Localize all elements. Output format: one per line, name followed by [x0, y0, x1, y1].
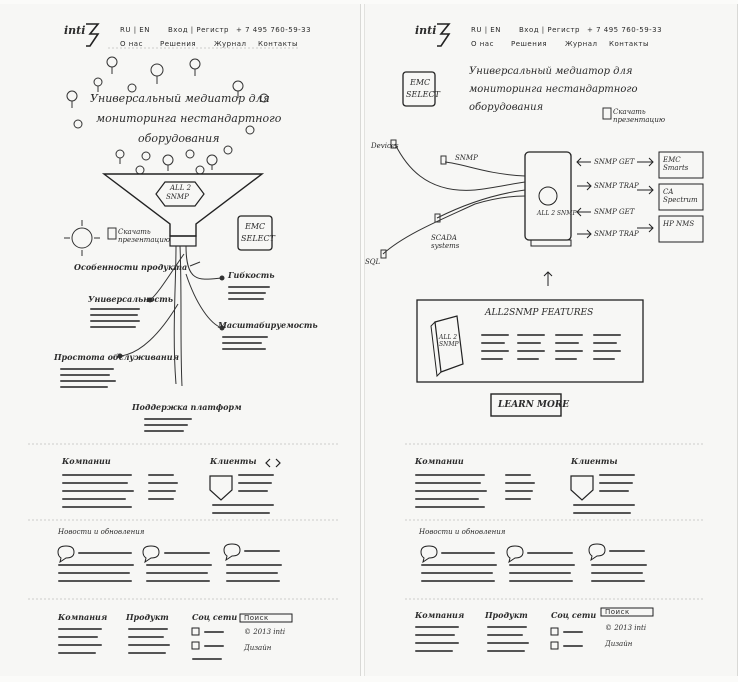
nav-item-contacts[interactable]: Контакты — [609, 40, 650, 48]
footer-copyright: © 2013 inti — [244, 628, 286, 636]
output-hp-nms: HP NMS — [663, 220, 695, 228]
footer-copyright: © 2013 inti — [605, 624, 647, 632]
logo[interactable]: inti — [64, 24, 86, 37]
input-scada-label: SCADA systems — [431, 234, 460, 250]
nav-item-about[interactable]: О нас — [471, 40, 494, 48]
news-heading: Новости и обновления — [419, 528, 506, 536]
left-sketch-page: inti — [0, 4, 361, 676]
phone-number: + 7 495 760-59-33 — [236, 26, 312, 34]
footer-company-heading: Компания — [415, 610, 465, 620]
login-link[interactable]: Вход | Регистр — [519, 26, 581, 34]
footer-design: Дизайн — [605, 640, 633, 648]
clients-heading: Клиенты — [210, 456, 257, 466]
hero-title-line-2: мониторинга нестандартного — [96, 112, 282, 125]
right-sketch-drawing — [380, 23, 705, 650]
input-snmp-label: SNMP — [455, 154, 478, 162]
feature-universality: Универсальность — [88, 294, 174, 304]
arrow-label-2: SNMP TRAP — [594, 182, 639, 190]
learn-more-button[interactable]: LEARN MORE — [498, 400, 570, 410]
funnel-badge-line-1: ALL 2 — [170, 184, 192, 192]
emc-badge-line-1: EMC — [245, 222, 266, 231]
companies-heading: Компании — [415, 456, 464, 466]
logo[interactable]: inti — [415, 24, 437, 37]
input-sql-label: SQL — [365, 258, 381, 266]
feature-platform-support: Поддержка платформ — [132, 402, 242, 412]
nav-item-journal[interactable]: Журнал — [565, 40, 598, 48]
input-devices-label: Devices — [371, 142, 399, 150]
nav-item-solutions[interactable]: Решения — [160, 40, 197, 48]
arrow-label-1: SNMP GET — [594, 158, 635, 166]
footer-company-heading: Компания — [58, 612, 108, 622]
download-presentation-link[interactable]: Скачать презентацию — [613, 108, 666, 124]
lang-switch[interactable]: RU | EN — [120, 26, 150, 34]
footer-design: Дизайн — [244, 644, 272, 652]
hero-title-line-1: Универсальный медиатор для — [469, 66, 633, 77]
emc-badge-line-2: SELECT — [241, 234, 275, 243]
footer-social-heading: Соц сети — [192, 612, 238, 622]
output-emc-smarts: EMC Smarts — [663, 156, 689, 172]
phone-number: + 7 495 760-59-33 — [587, 26, 663, 34]
footer-product-heading: Продукт — [126, 612, 169, 622]
footer-search-input[interactable]: Поиск — [244, 614, 269, 622]
hero-title-line-1: Универсальный медиатор для — [90, 92, 270, 105]
feature-flexibility: Гибкость — [228, 270, 275, 280]
companies-heading: Компании — [62, 456, 111, 466]
footer-product-heading: Продукт — [485, 610, 528, 620]
right-sketch-page: inti — [364, 4, 738, 676]
funnel-badge-line-2: SNMP — [166, 193, 189, 201]
product-box-label: ALL 2 SNMP — [439, 334, 459, 348]
hero-title-line-3: оборудования — [469, 102, 544, 113]
clients-heading: Клиенты — [571, 456, 618, 466]
lang-switch[interactable]: RU | EN — [471, 26, 501, 34]
features-heading: Особенности продукта — [74, 262, 188, 272]
download-presentation-link[interactable]: Скачать презентацию — [118, 228, 171, 244]
emc-badge-line-2: SELECT — [406, 90, 440, 99]
device-label: ALL 2 SNMP — [537, 210, 577, 217]
hero-title-line-3: оборудования — [138, 132, 220, 145]
login-link[interactable]: Вход | Регистр — [168, 26, 230, 34]
news-heading: Новости и обновления — [58, 528, 145, 536]
hero-title-line-2: мониторинга нестандартного — [469, 84, 638, 95]
left-sketch-drawing — [28, 23, 340, 650]
footer-search-input[interactable]: Поиск — [605, 608, 630, 616]
feature-scalability: Масштабируемость — [218, 320, 318, 330]
nav-item-journal[interactable]: Журнал — [214, 40, 247, 48]
emc-badge-line-1: EMC — [410, 78, 431, 87]
nav-item-contacts[interactable]: Контакты — [258, 40, 299, 48]
feature-simplicity: Простота обслуживания — [54, 352, 179, 362]
nav-item-about[interactable]: О нас — [120, 40, 143, 48]
features-panel-title: ALL2SNMP FEATURES — [485, 308, 594, 318]
footer-social-heading: Соц сети — [551, 610, 597, 620]
nav-item-solutions[interactable]: Решения — [511, 40, 548, 48]
output-ca-spectrum: CA Spectrum — [663, 188, 698, 204]
arrow-label-3: SNMP GET — [594, 208, 635, 216]
arrow-label-4: SNMP TRAP — [594, 230, 639, 238]
